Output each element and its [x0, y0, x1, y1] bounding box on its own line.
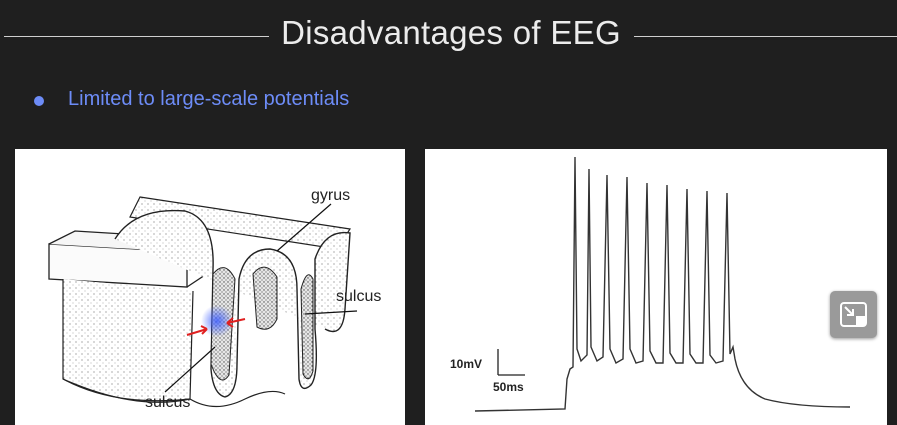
- exit-pip-button[interactable]: [830, 291, 877, 338]
- cortex-figure: gyrus sulcus sulcus: [15, 149, 405, 425]
- highlight-glow: [201, 305, 233, 337]
- spike-trace-plot: 10mV 50ms: [450, 156, 851, 412]
- label-sulcus-bottom: sulcus: [145, 394, 190, 411]
- spike-train-figure: 10mV 50ms: [425, 149, 887, 425]
- cortex-illustration: gyrus sulcus sulcus: [48, 187, 381, 411]
- scale-label-voltage: 10mV: [450, 357, 482, 371]
- slide-title-row: Disadvantages of EEG: [0, 14, 897, 62]
- voltage-trace: [474, 156, 851, 412]
- exit-picture-in-picture-icon: [840, 302, 867, 327]
- scale-label-time: 50ms: [493, 380, 524, 394]
- bullet-marker: [34, 96, 44, 106]
- title-rule-left: [4, 36, 269, 37]
- label-sulcus-right: sulcus: [336, 288, 381, 305]
- label-gyrus: gyrus: [311, 187, 350, 204]
- slide-title: Disadvantages of EEG: [281, 14, 621, 51]
- bullet-text: Limited to large-scale potentials: [68, 88, 350, 110]
- title-rule-right: [634, 36, 897, 37]
